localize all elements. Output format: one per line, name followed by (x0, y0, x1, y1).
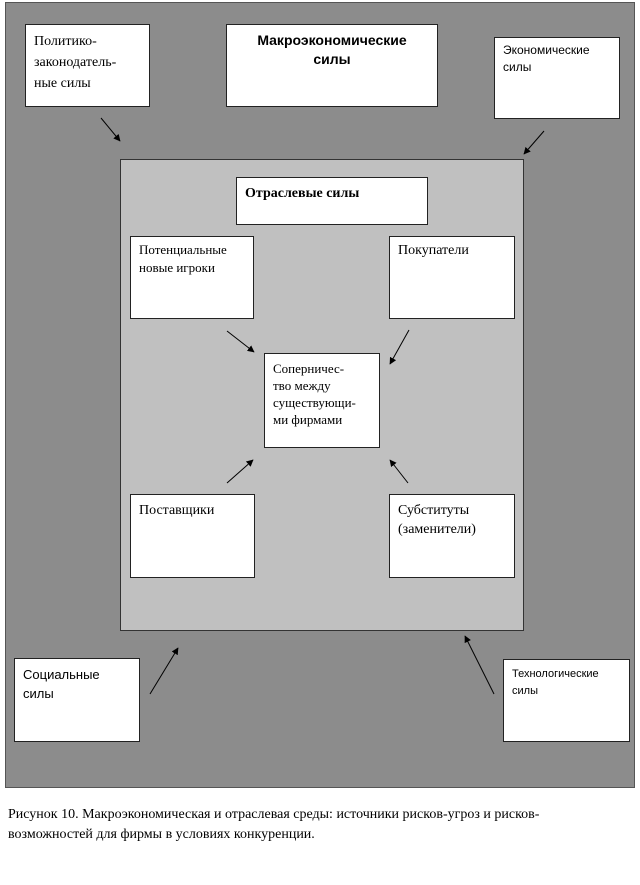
economic-forces-box: Экономические силы (494, 37, 620, 119)
macro-title-line-2: силы (313, 51, 351, 67)
substitutes-line-2: (заменители) (398, 522, 476, 537)
new-entrants-box: Потенциальные новые игроки (130, 236, 254, 319)
caption-line-1: Рисунок 10. Макроэкономическая и отрасле… (8, 807, 540, 822)
rivalry-line-2: тво между (273, 378, 331, 393)
new-entrants-line-1: Потенциальные (139, 242, 227, 257)
social-line-1: Социальные (23, 667, 100, 682)
political-line-2: законодатель- (34, 55, 117, 70)
economic-line-1: Экономические (503, 43, 590, 57)
technological-line-2: силы (512, 685, 538, 697)
industry-title: Отраслевые силы (245, 186, 360, 201)
rivalry-line-1: Соперничес- (273, 361, 345, 376)
social-forces-box: Социальные силы (14, 658, 140, 742)
social-line-2: силы (23, 686, 54, 701)
caption-line-2: возможностей для фирмы в условиях конкур… (8, 827, 315, 842)
suppliers-box: Поставщики (130, 494, 255, 578)
figure-caption: Рисунок 10. Макроэкономическая и отрасле… (8, 805, 632, 845)
rivalry-line-4: ми фирмами (273, 412, 343, 427)
technological-line-1: Технологические (512, 668, 599, 680)
political-forces-box: Политико- законодатель- ные силы (25, 24, 150, 107)
arrow-economic-to-industry (523, 130, 545, 155)
arrow-political-to-industry (100, 117, 121, 142)
substitutes-line-1: Субституты (398, 503, 470, 518)
arrow-buyers-to-rivalry (389, 329, 410, 365)
macro-forces-title-box: Макроэкономические силы (226, 24, 438, 107)
economic-line-2: силы (503, 60, 532, 74)
rivalry-line-3: существующи- (273, 395, 356, 410)
political-line-1: Политико- (34, 34, 97, 49)
technological-forces-box: Технологические силы (503, 659, 630, 742)
buyers-box: Покупатели (389, 236, 515, 319)
suppliers-label: Поставщики (139, 503, 215, 518)
rivalry-box: Соперничес- тво между существующи- ми фи… (264, 353, 380, 448)
arrow-social-to-industry (149, 647, 179, 695)
buyers-label: Покупатели (398, 243, 469, 258)
substitutes-box: Субституты (заменители) (389, 494, 515, 578)
macro-title-line-1: Макроэкономические (257, 32, 407, 48)
arrow-suppliers-to-rivalry (226, 459, 254, 484)
arrow-technological-to-industry (464, 635, 495, 695)
political-line-3: ные силы (34, 76, 91, 91)
arrow-new-entrants-to-rivalry (226, 330, 255, 353)
industry-forces-title-box: Отраслевые силы (236, 177, 428, 225)
new-entrants-line-2: новые игроки (139, 260, 215, 275)
arrow-substitutes-to-rivalry (389, 459, 409, 484)
